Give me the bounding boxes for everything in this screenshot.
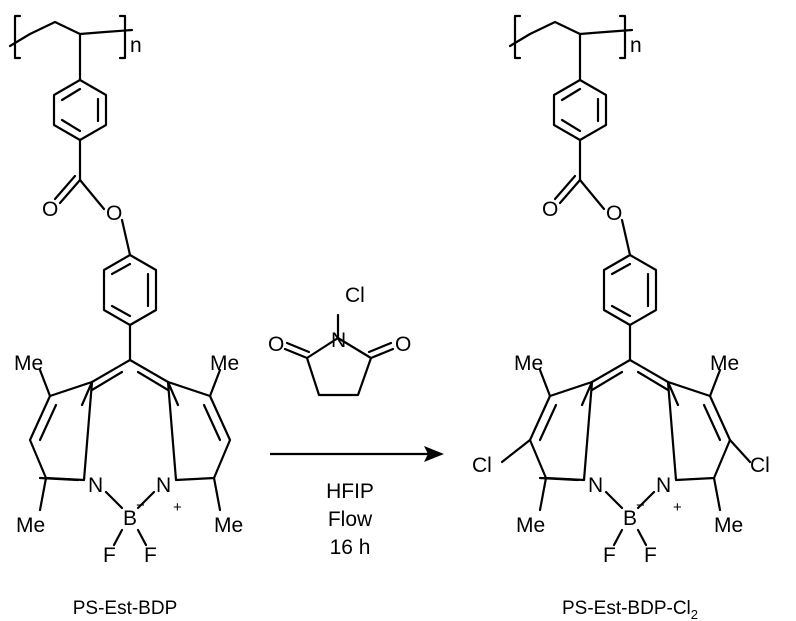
repeat-n-label: n [130, 34, 142, 57]
nitrogen-right-label: N [156, 474, 171, 497]
carbonyl-o-label: O [42, 198, 58, 221]
boron-charge: − [636, 497, 645, 514]
reactant-molecule: n O O Me Me Me Me N N B − + F F [8, 14, 243, 567]
ncs-chlorine-label: Cl [345, 284, 365, 307]
reaction-arrow [270, 446, 444, 462]
ester-o-label: O [106, 202, 122, 225]
methyl-label-ll: Me [516, 514, 545, 537]
product-label-subscript: 2 [691, 607, 698, 621]
ncs-oxygen-left-label: O [268, 333, 284, 356]
methyl-label-lr: Me [714, 514, 743, 537]
boron-label: B [123, 507, 137, 530]
nitrogen-charge: + [173, 499, 182, 516]
nitrogen-right-label: N [656, 474, 671, 497]
fluorine-label-2: F [644, 544, 657, 567]
carbonyl-o-label: O [542, 198, 558, 221]
nitrogen-left-label: N [88, 474, 103, 497]
chlorine-left-label: Cl [472, 454, 492, 477]
reactant-label: PS-Est-BDP [73, 598, 178, 619]
methyl-label-ul: Me [514, 352, 543, 375]
fluorine-label-1: F [103, 544, 116, 567]
fluorine-label-1: F [603, 544, 616, 567]
methyl-label-ul: Me [14, 352, 43, 375]
ncs-reagent: Cl N O O [268, 284, 411, 397]
boron-label: B [623, 507, 637, 530]
condition-solvent: HFIP [326, 480, 374, 503]
ncs-nitrogen-label: N [331, 329, 346, 352]
methyl-label-lr: Me [214, 514, 243, 537]
ncs-oxygen-right-label: O [395, 333, 411, 356]
product-label: PS-Est-BDP-Cl2 [562, 598, 698, 621]
nitrogen-left-label: N [588, 474, 603, 497]
boron-charge: − [136, 497, 145, 514]
repeat-n-label: n [630, 34, 642, 57]
product-label-main: PS-Est-BDP-Cl [562, 598, 691, 619]
methyl-label-ur: Me [710, 352, 739, 375]
condition-mode: Flow [328, 508, 373, 531]
fluorine-label-2: F [144, 544, 157, 567]
chlorine-right-label: Cl [750, 454, 770, 477]
methyl-label-ur: Me [210, 352, 239, 375]
ester-o-label: O [606, 202, 622, 225]
nitrogen-charge: + [673, 499, 682, 516]
product-molecule: n O O Me Me Me Me Cl Cl N N B − + F F [472, 14, 770, 567]
methyl-label-ll: Me [16, 514, 45, 537]
condition-time: 16 h [330, 536, 371, 559]
